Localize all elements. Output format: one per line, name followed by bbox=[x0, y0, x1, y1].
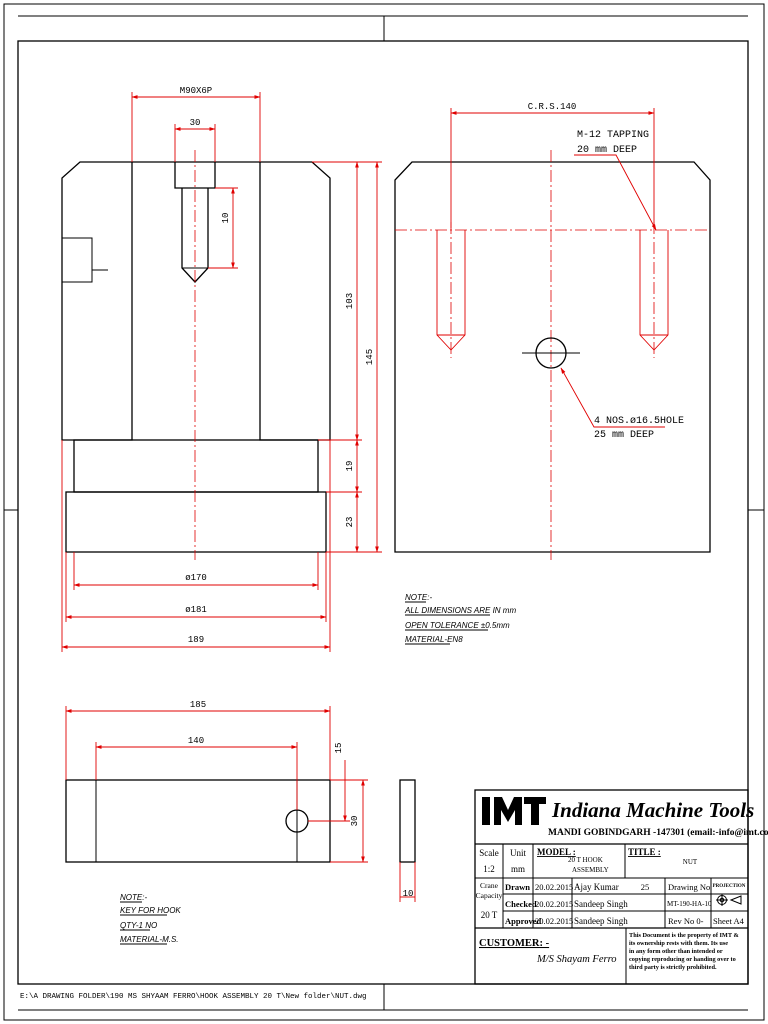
dim-depth-10: 10 bbox=[221, 213, 231, 224]
rev-label: Rev No 0- bbox=[668, 916, 704, 926]
scale-value: 1:2 bbox=[483, 864, 495, 874]
key-note-line-1: KEY FOR HOOK bbox=[120, 906, 181, 915]
drawn-date: 20.02.2015 bbox=[535, 882, 573, 892]
checked-date: 20.02.2015 bbox=[535, 899, 573, 909]
crane-value: 20 T bbox=[481, 910, 498, 920]
dim-key-10: 10 bbox=[403, 889, 414, 899]
drawing-no-label: Drawing No bbox=[668, 882, 710, 892]
drawn-name: Ajay Kumar bbox=[574, 882, 619, 892]
crane-label-1: Crane bbox=[480, 881, 499, 890]
disclaimer-line-3: in any form other than intended or bbox=[629, 948, 723, 955]
company-address: MANDI GOBINDGARH -147301 (email:-info@im… bbox=[548, 827, 768, 838]
disclaimer-line-5: third party is strictly prohibited. bbox=[629, 964, 717, 971]
checked-name: Sandeep Singh bbox=[574, 899, 628, 909]
tap-note-2: 20 mm DEEP bbox=[577, 145, 637, 156]
crane-label-2: Capacity bbox=[476, 891, 503, 900]
model-value-2: ASSEMBLY bbox=[572, 866, 609, 874]
main-note: NOTE:- ALL DIMENSIONS ARE IN mm OPEN TOL… bbox=[404, 593, 516, 645]
dim-crs: C.R.S.140 bbox=[528, 102, 577, 112]
unit-value: mm bbox=[511, 864, 525, 874]
drawing-no: MT-190-HA-10 bbox=[667, 900, 712, 908]
note-line-1: ALL DIMENSIONS ARE IN mm bbox=[404, 606, 516, 615]
drawn-label: Drawn bbox=[505, 882, 530, 892]
company-name: Indiana Machine Tools bbox=[551, 798, 754, 822]
projection-label: PROJECTION bbox=[713, 884, 746, 889]
key-note: NOTE:- KEY FOR HOOK QTY-1 NO MATERIAL-M.… bbox=[120, 893, 181, 945]
imt-logo bbox=[482, 797, 546, 825]
key-note-line-3: MATERIAL-M.S. bbox=[120, 935, 179, 944]
dim-key-30: 30 bbox=[350, 816, 360, 827]
title-label: TITLE : bbox=[628, 847, 661, 857]
qty-value: 25 bbox=[641, 882, 650, 892]
note-heading: NOTE:- bbox=[405, 593, 432, 602]
hole-note-1: 4 NOS.ø16.5HOLE bbox=[594, 416, 684, 427]
title-value: NUT bbox=[683, 858, 698, 866]
file-path: E:\A DRAWING FOLDER\190 MS SHYAAM FERRO\… bbox=[20, 993, 367, 1001]
tap-note-1: M-12 TAPPING bbox=[577, 130, 649, 141]
note-line-3: MATERIAL-EN8 bbox=[405, 635, 463, 644]
dim-dia-170: ø170 bbox=[185, 573, 207, 583]
key-view bbox=[65, 706, 416, 902]
dim-145: 145 bbox=[365, 349, 375, 365]
dim-23: 23 bbox=[345, 517, 355, 528]
note-line-2: OPEN TOLERANCE ±0.5mm bbox=[405, 621, 510, 630]
sheet-label: Sheet A4 bbox=[713, 916, 745, 926]
side-view bbox=[394, 108, 711, 560]
disclaimer-line-1: This Document is the property of IMT & bbox=[629, 932, 739, 939]
dim-thread: M90X6P bbox=[180, 86, 212, 96]
dim-103: 103 bbox=[345, 293, 355, 309]
dim-key-185: 185 bbox=[190, 700, 206, 710]
customer-value: M/S Shayam Ferro bbox=[536, 954, 617, 965]
dim-width-189: 189 bbox=[188, 635, 204, 645]
dim-key-140: 140 bbox=[188, 736, 204, 746]
key-note-heading: NOTE:- bbox=[120, 893, 147, 902]
approved-name: Sandeep Singh bbox=[574, 916, 628, 926]
key-note-line-2: QTY-1 NO bbox=[120, 921, 157, 930]
front-section-view bbox=[61, 92, 382, 652]
model-label: MODEL : bbox=[537, 847, 576, 857]
dim-key-15: 15 bbox=[334, 743, 344, 754]
disclaimer-line-4: copying reproducing or handing over to bbox=[629, 956, 736, 963]
disclaimer-line-2: its ownership rests with them. Its use bbox=[629, 940, 728, 947]
checked-label: Checked bbox=[505, 899, 537, 909]
projection-symbol-icon bbox=[716, 894, 742, 906]
scale-label: Scale bbox=[479, 848, 499, 858]
dim-counterbore: 30 bbox=[190, 118, 201, 128]
dim-dia-181: ø181 bbox=[185, 605, 207, 615]
sheet-border bbox=[3, 3, 765, 1021]
unit-label: Unit bbox=[510, 848, 527, 858]
customer-label: CUSTOMER: - bbox=[479, 938, 550, 949]
hole-note-2: 25 mm DEEP bbox=[594, 430, 654, 441]
model-value-1: 20 T HOOK bbox=[568, 856, 603, 864]
approved-label: Approved bbox=[505, 916, 541, 926]
approved-date: 20.02.2015 bbox=[535, 916, 573, 926]
title-block bbox=[474, 789, 749, 985]
dim-19: 19 bbox=[345, 461, 355, 472]
